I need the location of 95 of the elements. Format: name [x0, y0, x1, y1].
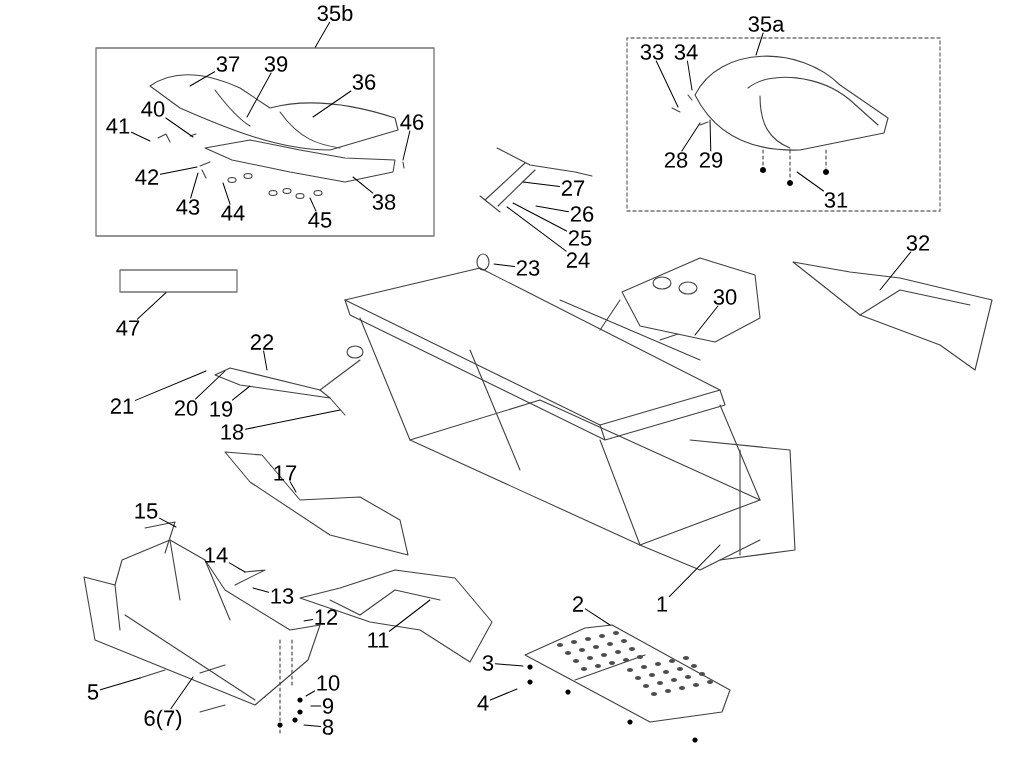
leader-line [879, 251, 912, 291]
leader-line [494, 663, 524, 667]
leader-line [493, 263, 516, 267]
callout-number: 5 [87, 684, 99, 700]
callout-number: 38 [372, 194, 396, 210]
frame-box [626, 37, 941, 212]
callout-number: 40 [141, 101, 165, 117]
leader-line [755, 32, 764, 56]
leader-line [189, 71, 216, 87]
callout-number: 32 [906, 235, 930, 251]
leader-line [228, 562, 246, 573]
leader-line [314, 21, 331, 48]
leader-line [312, 90, 352, 118]
callout-number: 33 [640, 44, 664, 60]
leader-line [388, 599, 431, 632]
leader-line [402, 130, 411, 161]
callout-number: 42 [135, 169, 159, 185]
leader-line [506, 206, 567, 252]
leader-line [489, 688, 518, 701]
callout-number: 29 [699, 152, 723, 168]
leader-line [655, 60, 679, 108]
callout-number: 34 [674, 44, 698, 60]
leader-line [222, 182, 231, 205]
leader-line [694, 305, 719, 336]
callout-number: 37 [216, 56, 240, 72]
callout-number: 39 [264, 56, 288, 72]
leader-line [352, 176, 374, 194]
callout-number: 13 [271, 588, 294, 604]
frame-box [95, 47, 435, 237]
leader-line [796, 171, 824, 192]
callout-number: 25 [568, 230, 592, 246]
callout-number: 45 [308, 212, 332, 228]
callout-number: 19 [210, 401, 233, 417]
callout-number: 35b [317, 4, 353, 22]
leader-line [252, 587, 270, 593]
leader-line [668, 544, 721, 598]
callout-number: 6(7) [144, 709, 182, 731]
callout-number: 23 [516, 260, 540, 276]
callout-number: 21 [110, 398, 134, 414]
leader-line [310, 705, 322, 707]
callout-number: 18 [221, 424, 244, 440]
leader-line [244, 409, 341, 430]
callout-number: 12 [315, 609, 338, 625]
leader-line [246, 72, 272, 118]
leader-line [158, 517, 177, 528]
callout-number: 3 [482, 655, 494, 671]
leader-line [303, 618, 314, 622]
leader-line [584, 608, 611, 626]
leader-line [709, 119, 712, 152]
callout-number: 27 [561, 180, 585, 196]
callout-number: 31 [824, 192, 848, 208]
leader-line [681, 122, 701, 152]
leader-line [512, 202, 568, 232]
callout-number: 46 [400, 114, 424, 130]
leader-line [190, 172, 199, 199]
label-plate [119, 269, 238, 293]
callout-number: 9 [322, 698, 334, 714]
callout-number: 14 [205, 547, 228, 563]
callout-number: 43 [176, 199, 200, 215]
leader-line [263, 350, 268, 371]
callout-number: 28 [664, 152, 688, 168]
leader-line [686, 60, 693, 91]
leader-line [231, 385, 251, 401]
callout-number: 26 [570, 206, 594, 222]
leader-line [289, 481, 297, 493]
leader-line [130, 131, 151, 142]
leader-line [159, 166, 198, 175]
callout-number: 41 [106, 118, 130, 134]
callout-number: 36 [352, 74, 376, 90]
callout-number: 1 [657, 596, 668, 612]
callout-number: 20 [174, 400, 198, 416]
callout-number: 4 [477, 695, 489, 711]
callout-number: 35a [748, 16, 785, 32]
leader-line [305, 690, 316, 697]
callout-number: 47 [116, 320, 140, 336]
callout-number: 10 [317, 675, 340, 691]
callout-number: 24 [566, 252, 590, 268]
leader-line [195, 370, 226, 400]
callout-number: 44 [221, 205, 245, 221]
leader-line [522, 181, 561, 187]
leader-line [303, 724, 322, 727]
leader-line [136, 292, 167, 320]
leader-line [165, 117, 194, 138]
callout-number: 30 [713, 289, 737, 305]
callout-number: 22 [250, 334, 274, 350]
leader-line [99, 677, 141, 691]
leader-line [535, 205, 570, 213]
leader-line [134, 370, 207, 401]
leader-line [170, 676, 194, 710]
callout-number: 2 [573, 596, 584, 612]
callout-number: 17 [274, 465, 297, 481]
callout-number: 11 [368, 632, 389, 648]
leader-line [309, 197, 317, 212]
callout-number: 8 [322, 719, 334, 735]
callout-number: 15 [135, 503, 158, 519]
